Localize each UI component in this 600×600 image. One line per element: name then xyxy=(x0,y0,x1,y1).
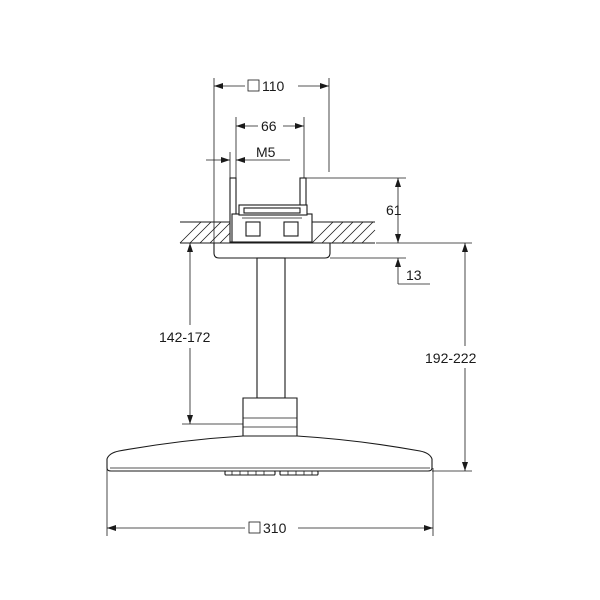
dim-310-label: 310 xyxy=(263,520,287,536)
dim-66: 66 xyxy=(235,117,305,178)
square-symbol-icon xyxy=(247,79,260,92)
dim-310: 310 xyxy=(106,468,434,536)
dim-192-222-label: 192-222 xyxy=(425,350,477,366)
square-symbol-icon xyxy=(248,521,261,534)
concealed-mount-box xyxy=(229,177,313,243)
dim-110-label: 110 xyxy=(262,78,285,94)
shower-head xyxy=(106,435,433,476)
dim-142-172: 142-172 xyxy=(159,242,243,425)
spray-nozzles xyxy=(224,470,319,476)
dim-110: 110 xyxy=(213,78,330,243)
shower-arm xyxy=(242,257,298,437)
ceiling-hatch xyxy=(179,221,376,244)
dim-13-label: 13 xyxy=(406,267,422,283)
ceiling-flange xyxy=(213,242,331,259)
dim-61: 61 xyxy=(306,177,472,244)
dim-66-label: 66 xyxy=(261,118,277,134)
dim-142-172-label: 142-172 xyxy=(159,329,211,345)
dim-m5-label: M5 xyxy=(256,144,276,160)
dim-m5: M5 xyxy=(206,144,290,178)
dim-61-label: 61 xyxy=(386,202,402,218)
dim-13: 13 xyxy=(330,257,430,285)
dim-192-222: 192-222 xyxy=(425,243,477,472)
